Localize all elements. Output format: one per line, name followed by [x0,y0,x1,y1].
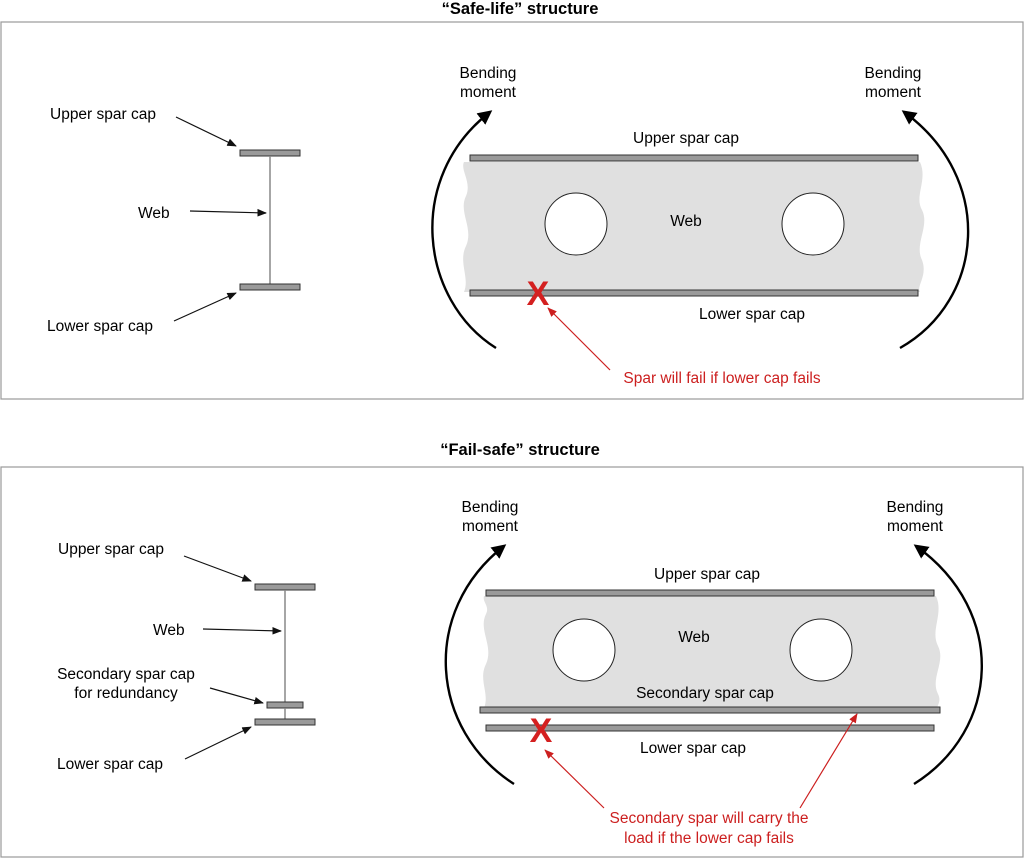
fail-safe-bending-arrow-left [444,544,515,786]
section-secondary-cap [266,701,304,709]
safe-life-bending-left-line2: moment [460,84,517,101]
safe-life-beam-web-label: Web [670,213,702,230]
fs-section-secondary-label-line1: Secondary spar cap [57,666,195,683]
fail-safe-beam-upper-label: Upper spar cap [654,566,760,583]
section-lower-leader [173,292,237,322]
fs-section-upper-cap-label: Upper spar cap [58,541,164,558]
safe-life-bending-left-line1: Bending [460,65,517,82]
fail-safe-failure-leader-right [799,713,858,809]
fs-section-lower-cap-label: Lower spar cap [57,756,163,773]
fail-safe-beam-lower-label: Lower spar cap [640,740,746,757]
fail-safe-title: “Fail-safe” structure [440,441,600,459]
safe-life-bending-arrow-right [899,110,970,350]
section-upper-cap-label: Upper spar cap [50,106,156,123]
safe-life-failure-leader [547,307,611,371]
fs-section-web-label: Web [153,622,185,639]
section-lower-cap-label: Lower spar cap [47,318,153,335]
fs-section-lower-leader [184,726,252,760]
safe-life-lightening-hole-right [781,192,845,256]
safe-life-beam-upper-label: Upper spar cap [633,130,739,147]
fs-section-web-leader [202,626,282,635]
section-upper-leader [175,116,237,147]
fail-safe-lightening-hole-right [789,618,853,682]
section-lower-cap [254,718,316,726]
section-web-leader [189,208,267,217]
safe-life-cross-section [239,149,301,291]
section-web-label: Web [138,205,170,222]
fail-safe-bending-right-line2: moment [887,518,944,535]
safe-life-bending-right-line1: Bending [865,65,922,82]
safe-life-bending-arrow-left [431,110,497,350]
fail-safe-bending-left-line1: Bending [462,499,519,516]
fs-section-secondary-label-line2: for redundancy [74,685,178,702]
fail-safe-failure-leader-left [544,749,605,809]
fs-section-secondary-leader [209,687,264,705]
fail-safe-cross-section [254,583,316,726]
fs-section-upper-leader [183,555,252,582]
section-lower-cap [239,283,301,291]
safe-life-failure-x-icon: X [527,275,550,313]
safe-life-bending-right-line2: moment [865,84,922,101]
fail-safe-lightening-hole-left [552,618,616,682]
safe-life-beam-lower-label: Lower spar cap [699,306,805,323]
safe-life-lightening-hole-left [544,192,608,256]
fail-safe-beam-lower-cap [485,724,935,732]
safe-life-title: “Safe-life” structure [442,0,599,18]
fail-safe-bending-left-line2: moment [462,518,519,535]
fail-safe-beam-secondary-cap [479,706,941,714]
fail-safe-beam-upper-cap [485,589,935,597]
section-upper-cap [239,149,301,157]
fail-safe-failure-note-line1: Secondary spar will carry the [610,810,809,827]
fail-safe-failure-x-icon: X [530,712,553,750]
fail-safe-beam-web-label: Web [678,629,710,646]
section-upper-cap [254,583,316,591]
fail-safe-failure-note-line2: load if the lower cap fails [624,830,794,847]
safe-life-beam-upper-cap [469,154,919,162]
safe-life-beam-lower-cap [469,289,919,297]
safe-life-failure-note: Spar will fail if lower cap fails [623,370,821,387]
fail-safe-bending-right-line1: Bending [887,499,944,516]
fail-safe-bending-arrow-right [913,544,983,786]
fail-safe-beam-secondary-label: Secondary spar cap [636,685,774,702]
